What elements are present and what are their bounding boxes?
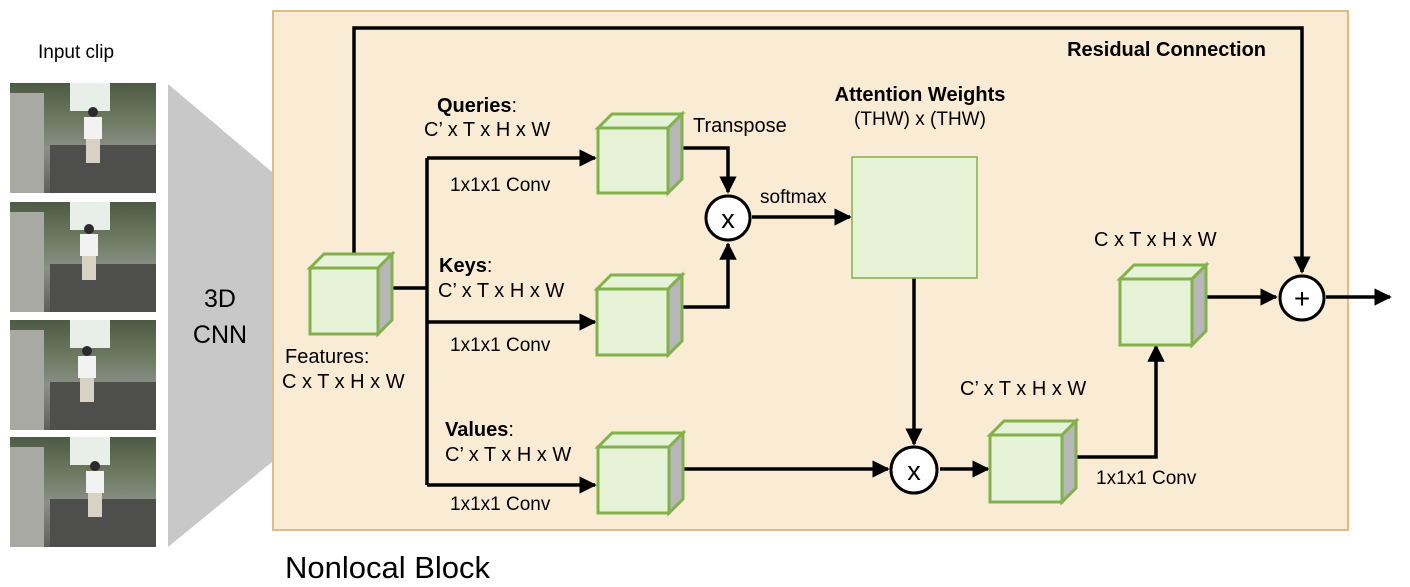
cnn-trapezoid (168, 84, 272, 547)
multiply-icon (704, 194, 752, 242)
residual-arrow (352, 26, 1311, 274)
multiply-symbol: x (721, 204, 735, 234)
video-frame (10, 202, 156, 312)
cube-front-face (596, 445, 671, 515)
add-symbol: + (1294, 283, 1310, 314)
cube-front-face (1118, 277, 1194, 347)
cube-side-face (667, 429, 685, 517)
cube-side-face (1190, 261, 1208, 349)
cube-side-face (376, 250, 394, 338)
transpose-label: Transpose (693, 115, 787, 137)
values-cube (594, 429, 687, 517)
queries-heading: Queries: (437, 95, 517, 117)
connectors (352, 26, 1392, 494)
values-dims: C’ x T x H x W (445, 444, 571, 466)
cubes (306, 110, 1210, 517)
cube-side-face (1060, 417, 1078, 506)
softmax-label: softmax (760, 187, 827, 208)
cube-front-face (596, 126, 670, 195)
values-conv-label: 1x1x1 Conv (450, 494, 551, 515)
values-heading: Values: (445, 419, 514, 441)
attention-weights-dims: (THW) x (THW) (854, 109, 986, 130)
video-frame (10, 437, 156, 547)
features-label: Features: (285, 346, 369, 368)
intermediate-cube (986, 417, 1080, 506)
output-conv-label: 1x1x1 Conv (1096, 468, 1197, 489)
residual-connection-label: Residual Connection (1067, 39, 1266, 61)
keys-cube (593, 271, 686, 359)
output-dims: C x T x H x W (1094, 229, 1217, 251)
nonlocal-block-caption: Nonlocal Block (285, 550, 491, 585)
multiply-icon (889, 445, 939, 495)
cube-front-face (988, 433, 1064, 504)
conv-to-output-arrow (1075, 344, 1165, 459)
cube-side-face (666, 271, 684, 359)
keys-dims: C’ x T x H x W (438, 280, 564, 302)
cnn-label-line1: 3D (204, 285, 236, 313)
queries-conv-label: 1x1x1 Conv (450, 175, 551, 196)
video-frame (10, 83, 156, 193)
cnn-label-line2: CNN (193, 321, 247, 349)
features-cube (306, 250, 396, 338)
cube-front-face (308, 266, 380, 336)
keys-label: Keys (439, 255, 487, 277)
intermediate-dims: C’ x T x H x W (960, 378, 1086, 400)
cube-side-face (666, 110, 684, 197)
attention-weights-matrix (851, 156, 978, 279)
features-dims: C x T x H x W (282, 371, 405, 393)
keys-heading: Keys: (439, 255, 492, 277)
values-label: Values (445, 419, 508, 441)
keys-to-multiply-arrow (682, 242, 737, 309)
video-frame (10, 320, 156, 430)
transpose-arrow (682, 146, 737, 194)
queries-cube (594, 110, 686, 197)
keys-conv-label: 1x1x1 Conv (450, 335, 551, 356)
queries-dims: C’ x T x H x W (424, 119, 550, 141)
multiply-symbol: x (907, 456, 921, 486)
output-cube (1116, 261, 1210, 349)
cube-front-face (595, 287, 670, 357)
input-clip-title: Input clip (38, 42, 114, 63)
queries-label: Queries (437, 95, 511, 117)
attention-weights-title: Attention Weights (835, 84, 1006, 106)
add-icon (1278, 274, 1326, 322)
